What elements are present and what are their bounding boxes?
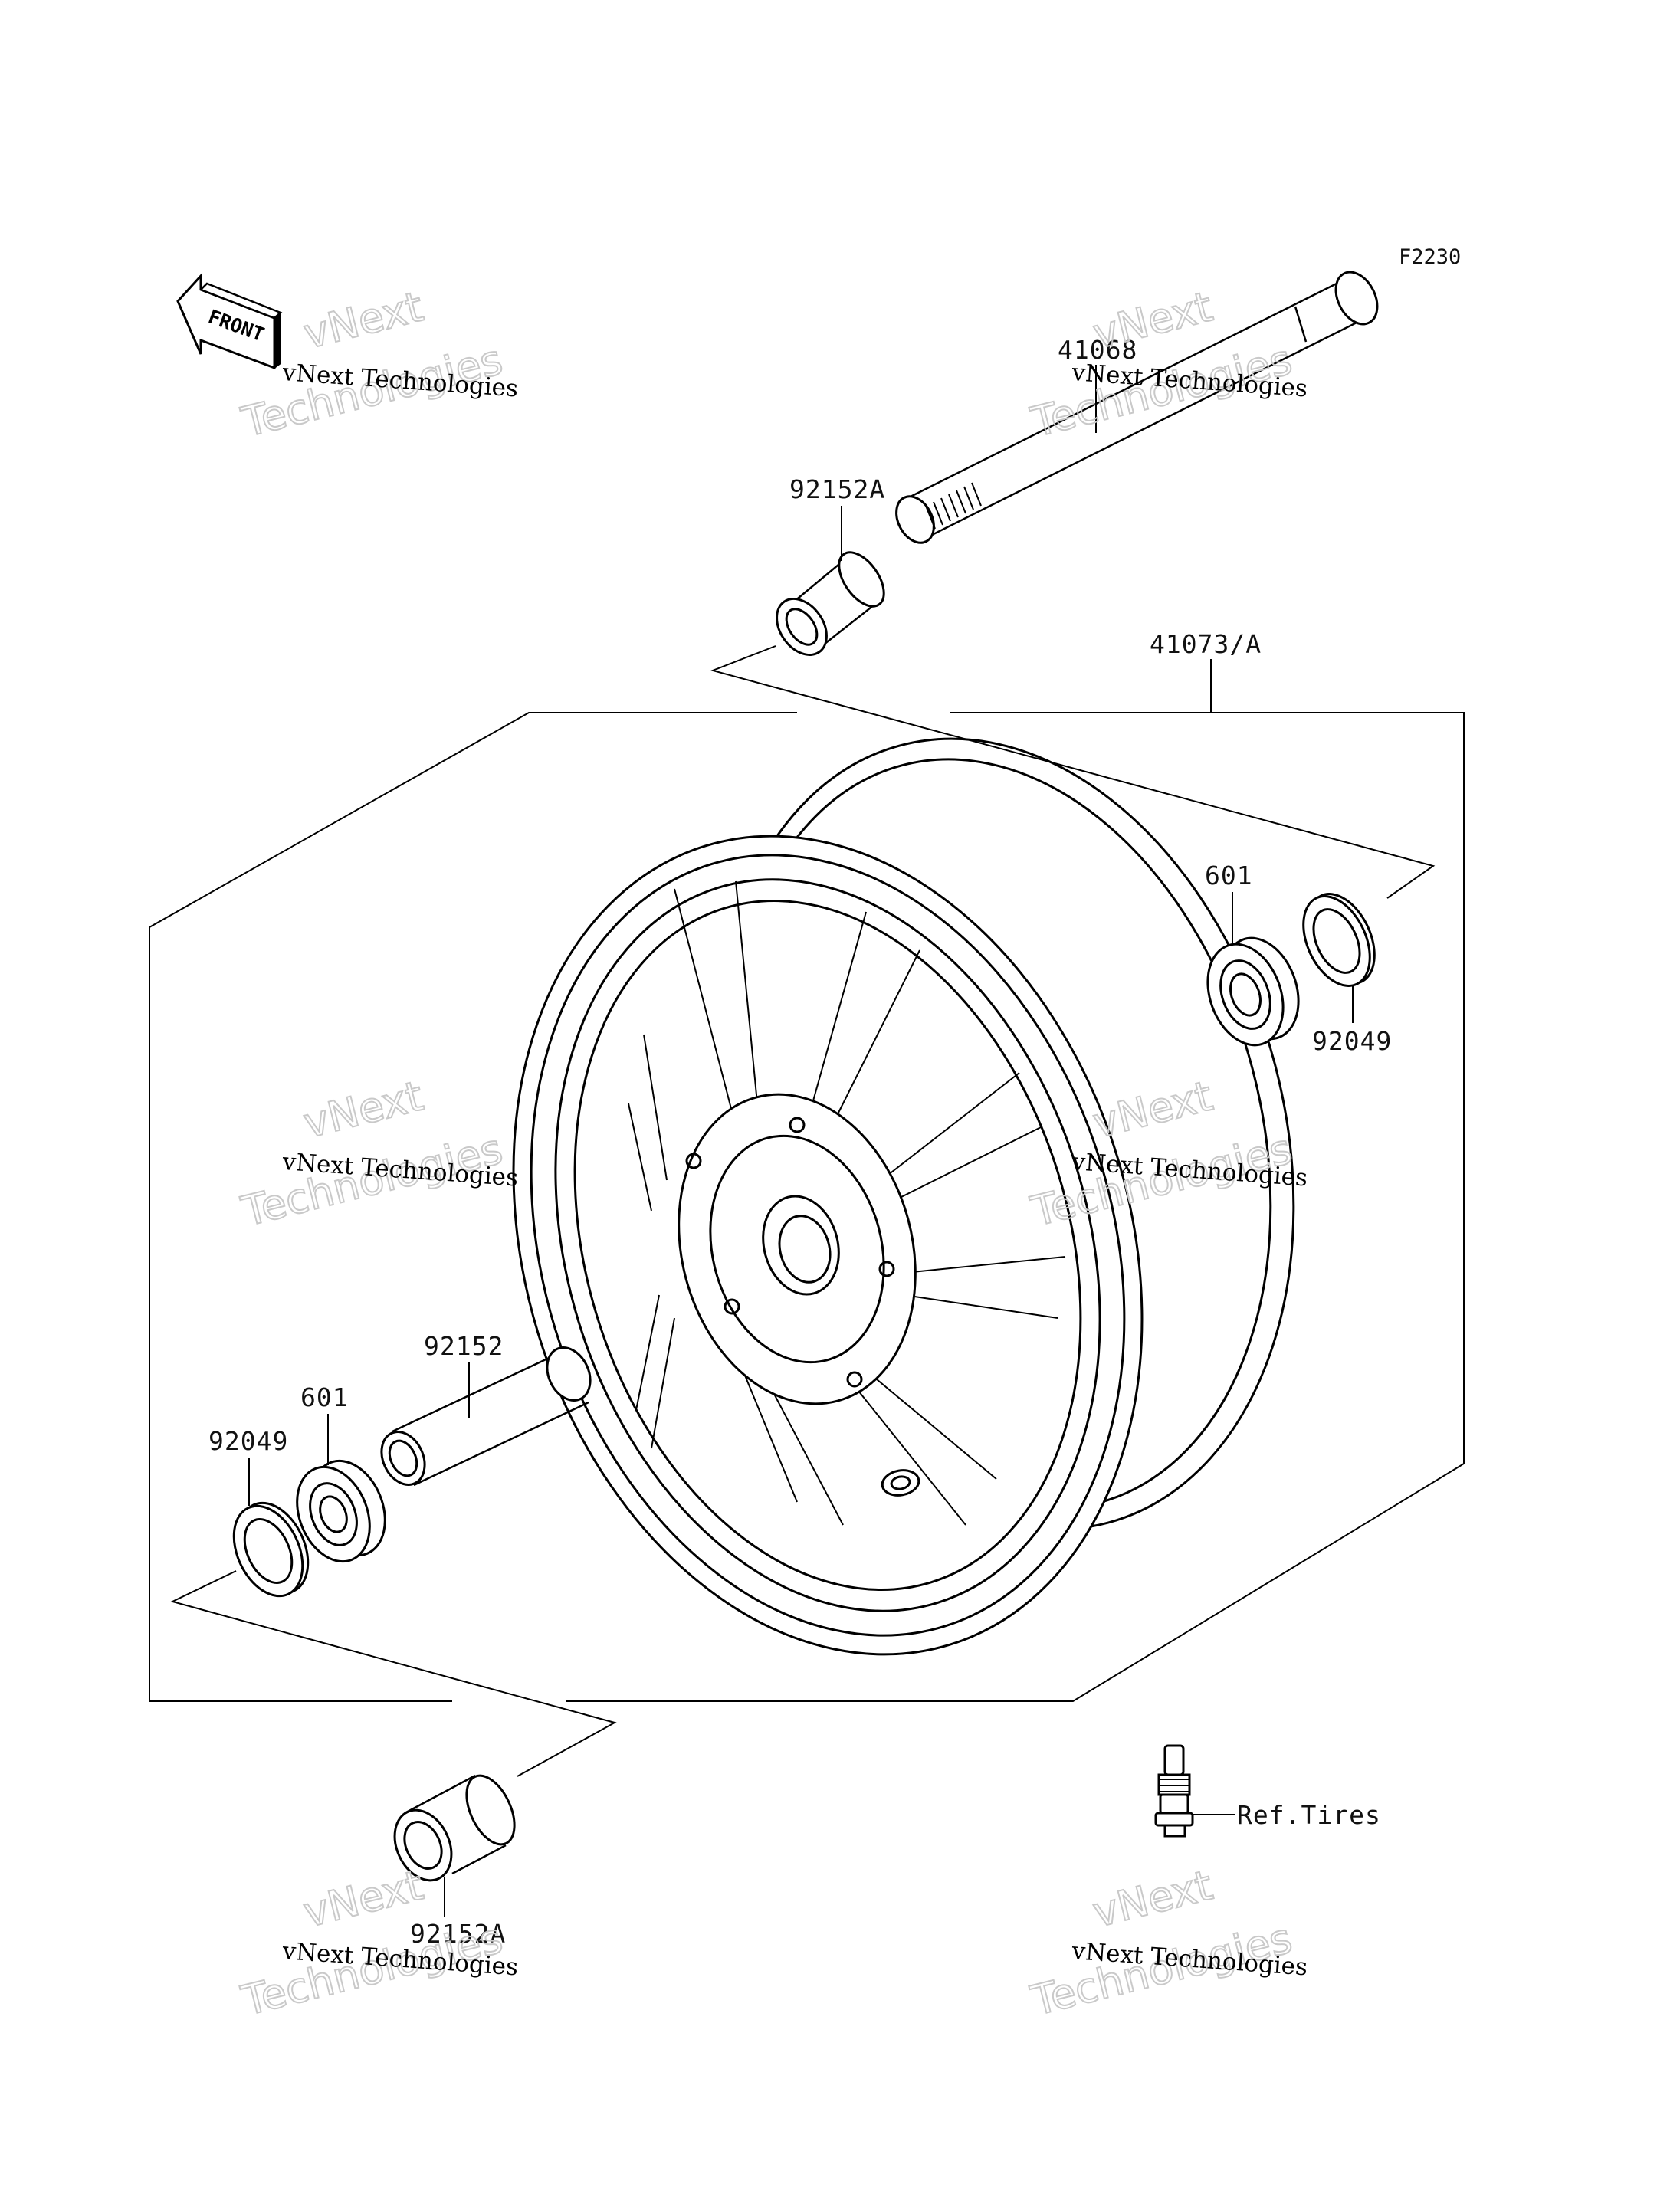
label-axle[interactable]: 41068 [1058, 335, 1137, 365]
valve-part [1154, 1744, 1194, 1838]
svg-text:vNext: vNext [299, 1861, 428, 1936]
label-bearing-left[interactable]: 601 [300, 1382, 349, 1412]
label-collar-top[interactable]: 92152A [789, 474, 885, 504]
label-valve-ref[interactable]: Ref.Tires [1237, 1800, 1381, 1830]
label-wheel-assembly[interactable]: 41073/A [1150, 629, 1262, 659]
label-collar-bottom[interactable]: 92152A [410, 1919, 506, 1949]
label-bearing-right[interactable]: 601 [1205, 861, 1253, 890]
diagram-code: F2230 [1399, 245, 1461, 269]
collar-top-part [776, 551, 885, 656]
svg-text:vNext: vNext [299, 282, 428, 358]
seal-right-part [1302, 893, 1376, 987]
wheel-part [512, 737, 1295, 1656]
label-seal-left[interactable]: 92049 [208, 1426, 288, 1456]
watermark-5: vNext Technologies vNext Technologies [236, 1860, 519, 2026]
axle-part [895, 271, 1379, 544]
spacer-part [380, 1346, 592, 1487]
bearing-left-part [296, 1459, 386, 1563]
collar-bottom-part [393, 1774, 516, 1882]
front-arrow-icon: FRONT [176, 273, 283, 370]
svg-text:vNext: vNext [1088, 282, 1217, 358]
svg-text:vNext: vNext [299, 1071, 428, 1147]
label-seal-right[interactable]: 92049 [1312, 1026, 1392, 1056]
svg-text:vNext: vNext [1088, 1071, 1217, 1147]
bearing-right-part [1206, 936, 1300, 1047]
watermark-6: vNext Technologies vNext Technologies [1025, 1860, 1308, 2026]
seal-left-part [232, 1501, 310, 1598]
svg-text:vNext: vNext [1088, 1861, 1217, 1936]
label-spacer[interactable]: 92152 [424, 1331, 504, 1361]
watermark-3: vNext Technologies vNext Technologies [236, 1071, 519, 1237]
